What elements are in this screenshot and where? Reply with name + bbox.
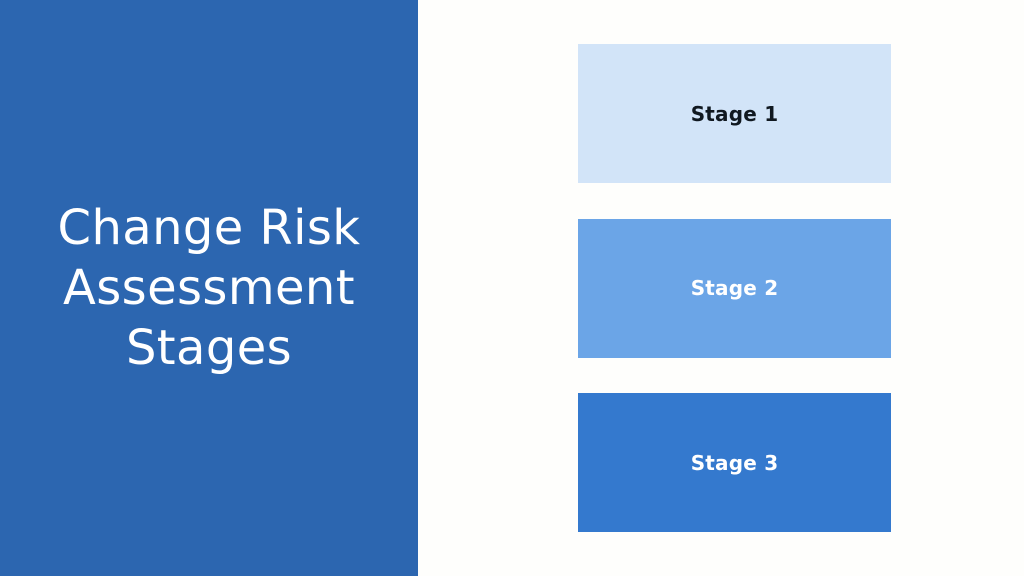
stage-label-3: Stage 3	[690, 450, 779, 475]
stage-box-2[interactable]: Stage 2	[578, 218, 891, 358]
stage-label-2: Stage 2	[690, 276, 779, 300]
stage-box-1[interactable]: Stage 1	[578, 44, 891, 183]
title-line-2: Assessment	[63, 260, 355, 316]
title-panel: Change Risk Assessment Stages	[0, 0, 418, 576]
title-line-1: Change Risk	[57, 200, 361, 256]
stage-stack: Stage 1 Stage 2 Stage 3	[578, 44, 891, 532]
title-line-3: Stages	[125, 320, 293, 376]
stage-label-1: Stage 1	[690, 101, 779, 126]
page-title: Change Risk Assessment Stages	[29, 198, 389, 378]
stage-box-3[interactable]: Stage 3	[578, 393, 891, 532]
